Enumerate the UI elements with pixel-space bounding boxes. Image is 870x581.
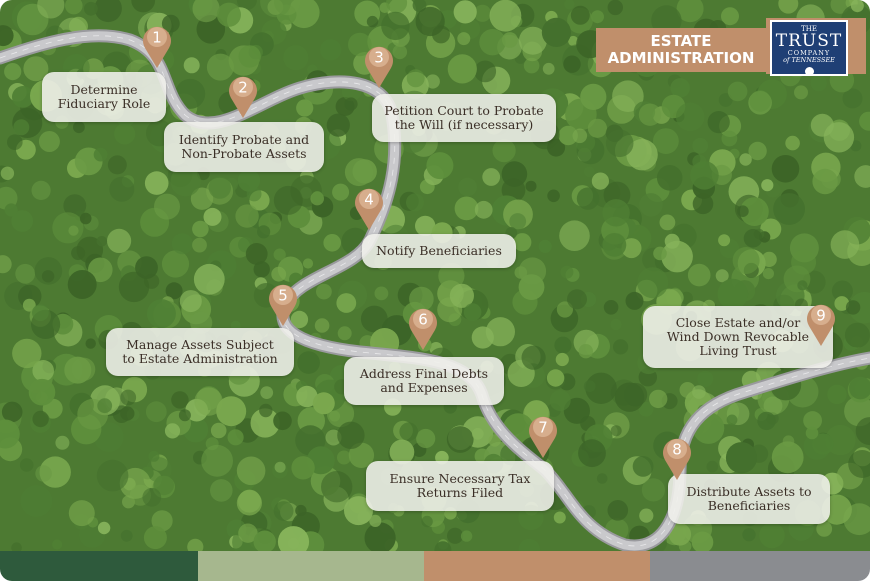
step-2-label: Identify Probate and Non-Probate Assets [164,122,324,172]
footer-bar-sage [198,551,424,581]
step-8-label: Distribute Assets to Beneficiaries [668,474,830,524]
step-5-label: Manage Assets Subject to Estate Administ… [106,328,294,376]
step-3-pin: 3 [365,46,393,88]
step-5-text: Manage Assets Subject to Estate Administ… [122,337,278,366]
step-7-pin: 7 [529,416,557,458]
step-3-text: Petition Court to Probate the Will (if n… [384,103,544,132]
step-5-number: 5 [278,287,288,305]
step-9-text: Close Estate and/or Wind Down Revocable … [666,315,810,358]
step-8-pin: 8 [663,438,691,480]
logo-seal-icon [805,67,814,76]
step-8-text: Distribute Assets to Beneficiaries [686,484,812,513]
page-title: ESTATE ADMINISTRATION [596,28,766,72]
step-5-pin: 5 [269,284,297,326]
step-3-number: 3 [374,49,384,67]
step-6-pin: 6 [409,308,437,350]
logo-line-1: THE [801,25,817,33]
logo-line-2: TRUST [775,31,843,51]
step-4-label: Notify Beneficiaries [362,234,516,268]
step-7-label: Ensure Necessary Tax Returns Filed [366,461,554,511]
footer-bar-copper [424,551,650,581]
step-7-number: 7 [538,419,548,437]
page-title-text: ESTATE ADMINISTRATION [607,32,755,67]
step-3-label: Petition Court to Probate the Will (if n… [372,94,556,142]
footer-bar-gray [650,551,870,581]
step-2-number: 2 [238,79,248,97]
step-2-pin: 2 [229,76,257,118]
step-6-text: Address Final Debts and Expenses [359,366,489,395]
step-4-text: Notify Beneficiaries [376,243,502,258]
step-4-pin: 4 [355,188,383,230]
step-1-label: Determine Fiduciary Role [42,72,166,122]
step-7-text: Ensure Necessary Tax Returns Filed [389,471,531,500]
step-6-label: Address Final Debts and Expenses [344,357,504,405]
step-1-pin: 1 [143,26,171,68]
step-2-text: Identify Probate and Non-Probate Assets [178,132,310,161]
step-9-number: 9 [816,307,826,325]
trust-company-logo: THE TRUST COMPANY of TENNESSEE [770,20,848,76]
step-9-label: Close Estate and/or Wind Down Revocable … [643,306,833,368]
logo-line-3: COMPANY [787,49,831,57]
footer-bar-dark-green [0,551,198,581]
step-1-number: 1 [152,29,162,47]
step-1-text: Determine Fiduciary Role [57,82,151,111]
step-8-number: 8 [672,441,682,459]
step-9-pin: 9 [807,304,835,346]
step-4-number: 4 [364,191,374,209]
step-6-number: 6 [418,311,428,329]
logo-line-4: of TENNESSEE [783,56,835,64]
